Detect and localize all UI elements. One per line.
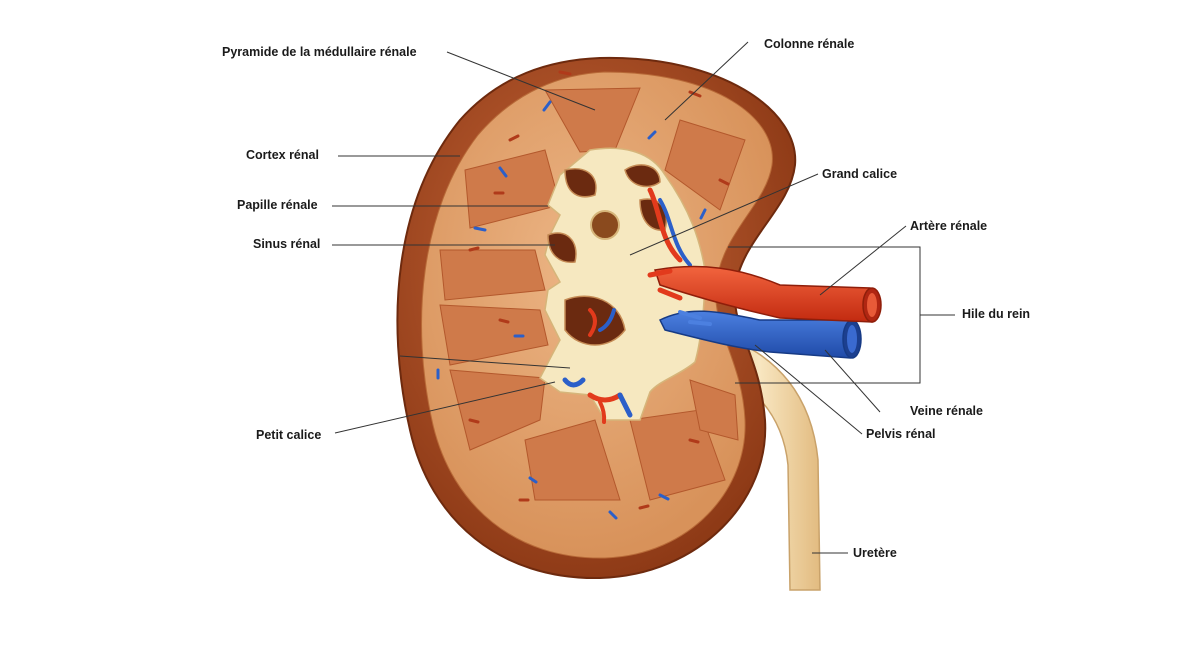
- label-grand-calice: Grand calice: [822, 167, 897, 182]
- label-papille-renale: Papille rénale: [237, 198, 318, 213]
- label-veine-renale: Veine rénale: [910, 404, 983, 419]
- label-colonne-renale: Colonne rénale: [764, 37, 854, 52]
- label-artere-renale: Artère rénale: [910, 219, 987, 234]
- label-pyramide-medullaire: Pyramide de la médullaire rénale: [222, 45, 417, 60]
- label-hile-du-rein: Hile du rein: [962, 307, 1030, 322]
- label-sinus-renal: Sinus rénal: [253, 237, 320, 252]
- label-cortex-renal: Cortex rénal: [246, 148, 319, 163]
- label-uretere: Uretère: [853, 546, 897, 561]
- calyx-opening: [591, 211, 619, 239]
- label-petit-calice: Petit calice: [256, 428, 321, 443]
- label-pelvis-renal: Pelvis rénal: [866, 427, 936, 442]
